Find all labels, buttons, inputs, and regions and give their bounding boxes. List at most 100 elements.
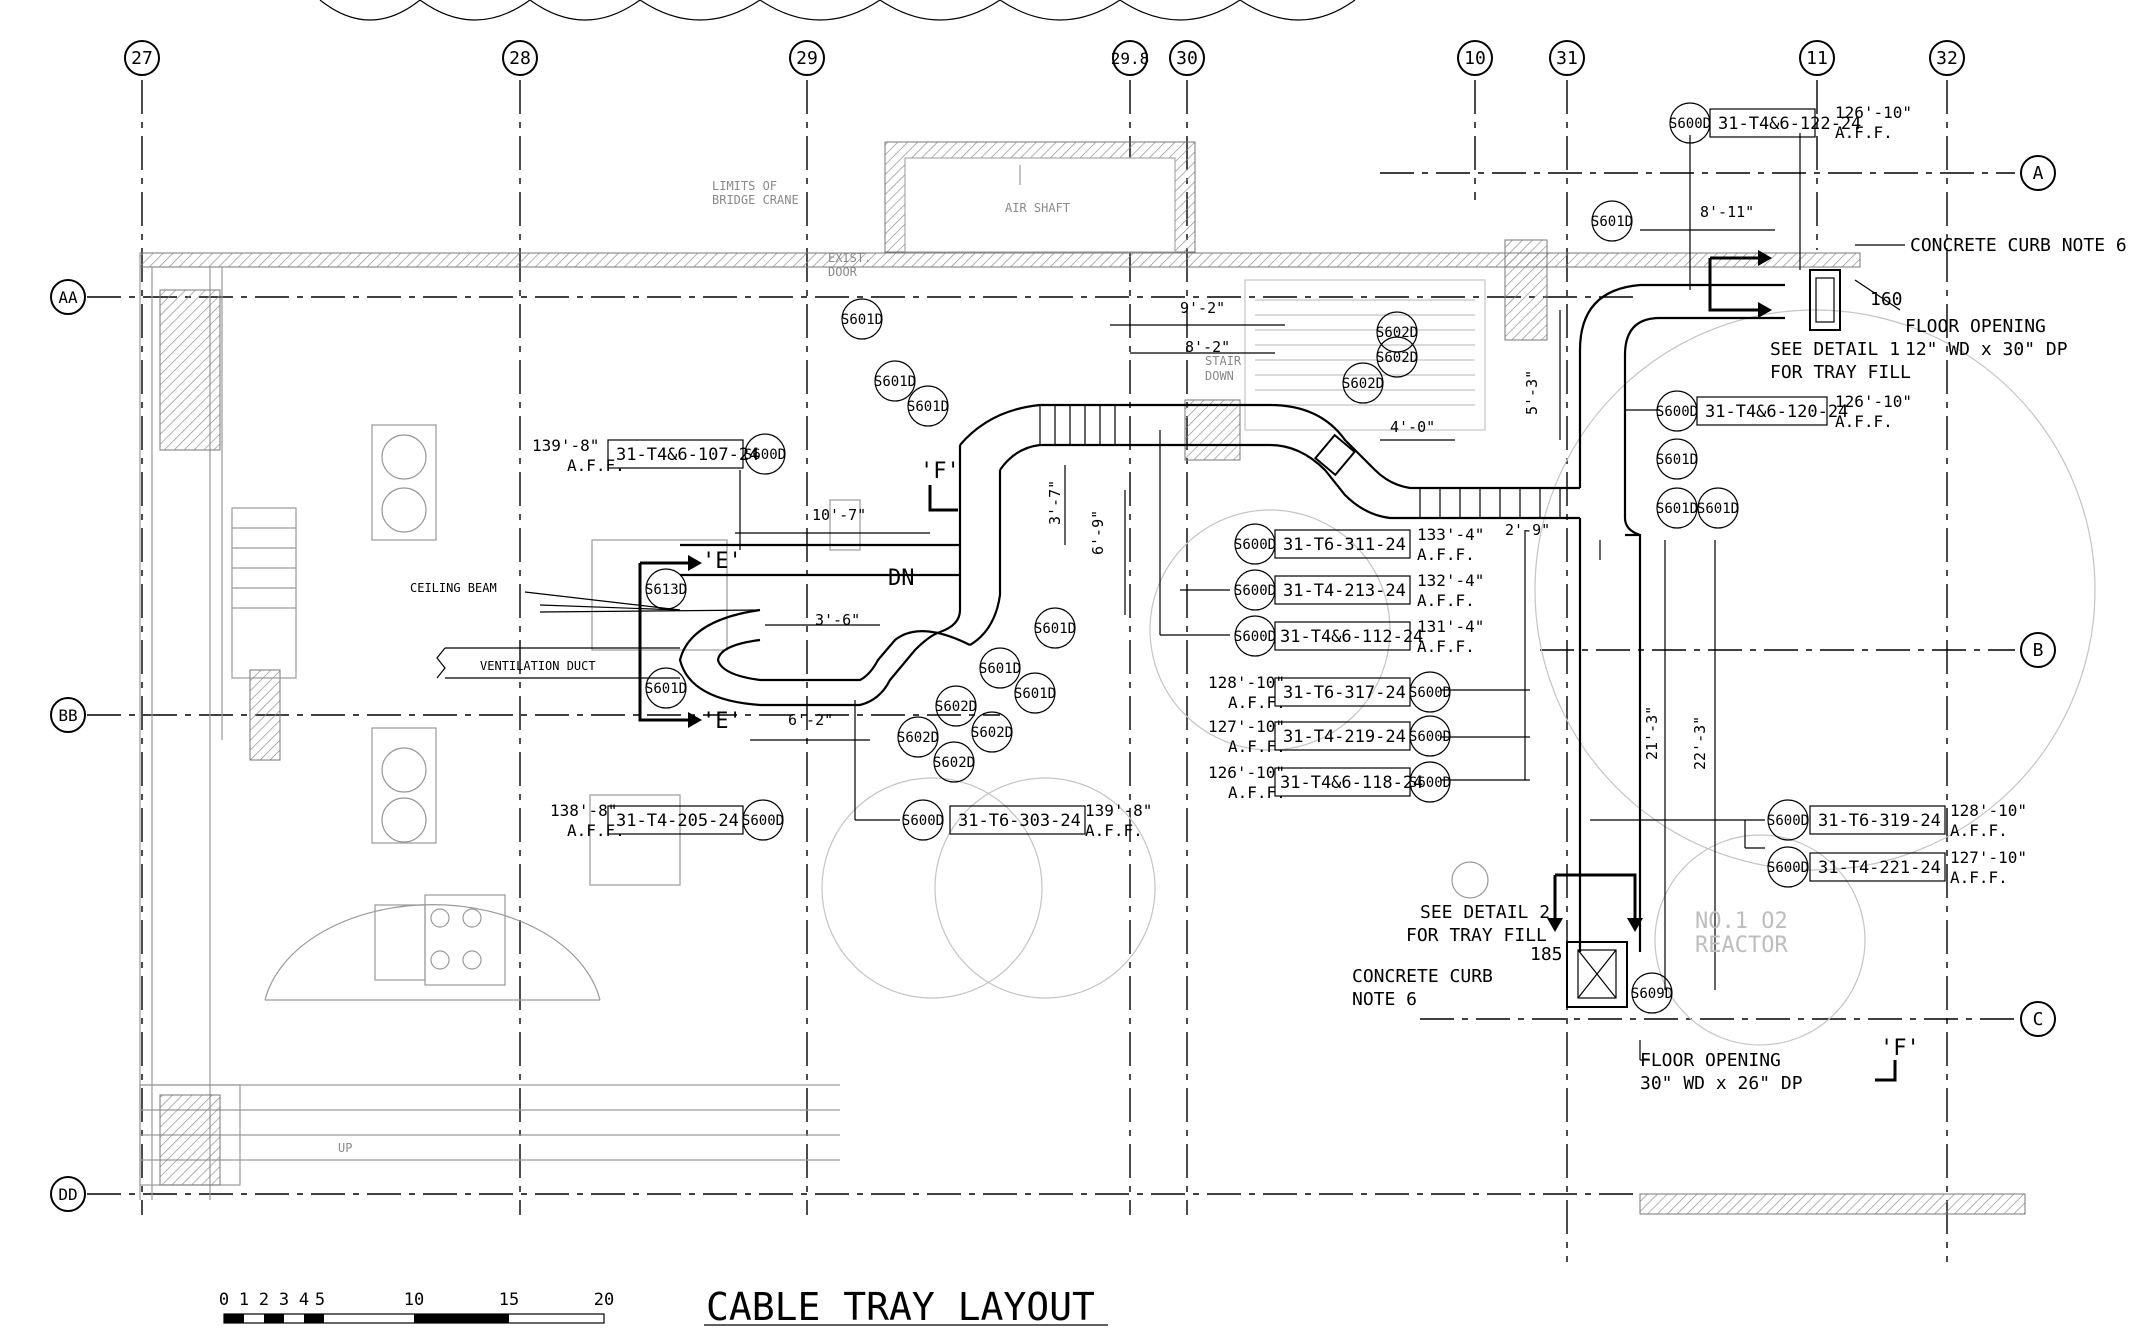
ref-s600d-303: S600D [902,813,944,829]
aff-221: A.F.F. [1950,868,2008,887]
ref-s602d-b: S602D [1376,350,1418,366]
aff-112: A.F.F. [1417,637,1475,656]
scale-tick-2: 2 [259,1290,269,1310]
building-walls [139,141,2096,1215]
section-mark-f-bottom: 'F' [1880,1036,1920,1061]
elev-319: 128'-10" [1950,801,2027,820]
ceiling-beam [524,591,761,613]
note-reactor-l1: NO.1 O2 [1695,909,1788,934]
dim-3-7: 3'-7" [1046,480,1064,525]
tray-id-317: 31-T6-317-24 [1283,683,1406,703]
elev-112: 131'-4" [1417,617,1484,636]
ref-s601d-h: S601D [1034,621,1076,637]
note-see-detail-1-l1: SEE DETAIL 1 [1770,339,1900,360]
note-ceiling-beam: CEILING BEAM [410,581,497,595]
grid-label-31: 31 [1556,48,1578,69]
ref-s601d-g: S601D [907,399,949,415]
aff-107: A.F.F. [567,456,625,475]
note-floor-opening-2-l2: 30" WD x 26" DP [1640,1073,1803,1094]
ref-s600d-319: S600D [1767,813,1809,829]
ref-s600d-112: S600D [1234,629,1276,645]
ref-s601d-e: S601D [841,312,883,328]
ref-s602d-f: S602D [897,730,939,746]
grid-label-b: B [2033,640,2044,661]
tray-id-120: 31-T4&6-120-24 [1705,402,1848,422]
scale-tick-10: 10 [404,1290,424,1310]
section-mark-e-bottom: 'E' [702,709,742,734]
elev-122: 126'-10" [1835,103,1912,122]
dim-10-7: 10'-7" [812,506,866,524]
elev-311: 133'-4" [1417,525,1484,544]
ref-s600d-122: S600D [1669,116,1711,132]
scale-tick-1: 1 [239,1290,249,1310]
grid-label-bb: BB [58,706,77,725]
note-floor-opening-2-l1: FLOOR OPENING [1640,1050,1781,1071]
note-see-detail-2-l2: FOR TRAY FILL [1406,925,1547,946]
elev-317: 128'-10" [1208,673,1285,692]
aff-303: A.F.F. [1085,821,1143,840]
note-reactor-l2: REACTOR [1695,933,1788,958]
ref-s602d-e: S602D [971,725,1013,741]
note-concrete-curb-l2: NOTE 6 [1352,989,1417,1010]
note-see-detail-2-l1: SEE DETAIL 2 [1420,902,1550,923]
ref-s601d-a: S601D [1591,214,1633,230]
note-concrete-curb-l1: CONCRETE CURB [1352,966,1493,987]
tray-id-303: 31-T6-303-24 [958,811,1081,831]
grid-label-28: 28 [509,48,531,69]
tray-id-205: 31-T4-205-24 [616,811,739,831]
note-exist-door-l2: DOOR [828,265,858,279]
aff-120: A.F.F. [1835,412,1893,431]
section-arrows [638,250,1897,1082]
ref-s601d-k: S601D [645,681,687,697]
dim-5-3: 5'-3" [1523,370,1541,415]
elev-303: 139'-8" [1085,801,1152,820]
aff-205: A.F.F. [567,821,625,840]
note-stair-l2: DOWN [1205,369,1234,383]
grid-label-10: 10 [1464,48,1486,69]
dim-6-9: 6'-9" [1089,510,1107,555]
cable-trays [678,283,1785,952]
note-stair-l1: STAIR [1205,354,1242,368]
ref-s600d-118: S600D [1409,775,1451,791]
floor-opening-160 [1809,269,1841,331]
section-mark-e-top: 'E' [702,549,742,574]
elev-118: 126'-10" [1208,763,1285,782]
tray-id-319: 31-T6-319-24 [1818,811,1941,831]
grid-label-11: 11 [1806,48,1828,69]
note-185: 185 [1530,944,1563,965]
ref-s600d-205: S600D [742,813,784,829]
note-floor-opening-1-l1: FLOOR OPENING [1905,316,2046,337]
ref-s609d: S609D [1631,986,1673,1002]
tray-id-118: 31-T4&6-118-24 [1280,773,1423,793]
elev-107: 139'-8" [532,436,599,455]
tray-id-213: 31-T4-213-24 [1283,581,1406,601]
revision-cloud [319,0,1356,21]
ref-s600d-120: S600D [1656,404,1698,420]
scale-tick-0: 0 [219,1290,229,1310]
dim-3-6: 3'-6" [815,611,860,629]
note-dn: DN [888,566,915,591]
ref-s613d: S613D [645,582,687,598]
aff-311: A.F.F. [1417,545,1475,564]
grid-label-aa: AA [58,288,78,307]
aff-122: A.F.F. [1835,123,1893,142]
scale-bar [223,1313,605,1324]
scale-tick-4: 4 [299,1290,309,1310]
note-up: UP [338,1141,352,1155]
dim-2-9: 2'-9" [1505,521,1550,539]
grid-bubbles [50,40,2056,1212]
dim-9-2: 9'-2" [1180,299,1225,317]
tray-id-112: 31-T4&6-112-24 [1280,627,1423,647]
dim-21-3: 21'-3" [1643,706,1661,760]
note-exist-door-l1: EXIST. [828,251,871,265]
section-mark-f-top: 'F' [920,459,960,484]
note-160: 160 [1870,289,1903,310]
tray-id-221: 31-T4-221-24 [1818,858,1941,878]
ref-s602d-a: S602D [1376,325,1418,341]
elev-213: 132'-4" [1417,571,1484,590]
ref-s600d-317: S600D [1409,685,1451,701]
dim-4-0: 4'-0" [1390,418,1435,436]
elev-221: 127'-10" [1950,848,2027,867]
ref-s600d-311: S600D [1234,537,1276,553]
ref-s601d-j: S601D [1014,686,1056,702]
